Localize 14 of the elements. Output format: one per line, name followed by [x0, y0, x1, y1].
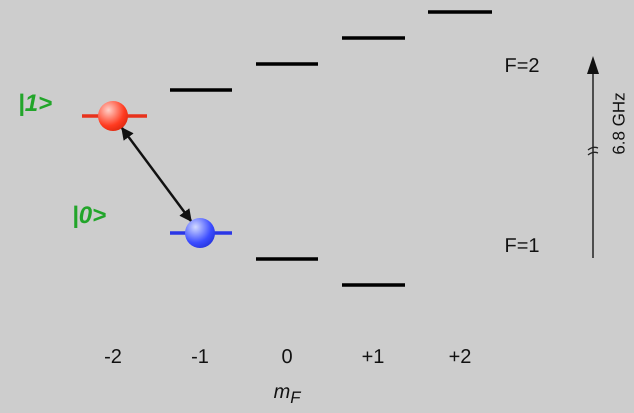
sphere: [98, 101, 128, 131]
axis-label: 0: [281, 347, 293, 367]
axis-label: +2: [448, 347, 472, 367]
axis-label: -1: [191, 347, 209, 367]
state-label: |1>: [18, 92, 52, 116]
axis-label: -2: [104, 347, 122, 367]
sphere: [185, 218, 215, 248]
axis-label: F=2: [504, 56, 540, 76]
axis-label: F=1: [504, 236, 540, 256]
state-label: |0>: [72, 204, 106, 228]
axis-label: m$_{F}$: [274, 382, 300, 407]
axis-label: +1: [362, 347, 384, 367]
double-arrow: [120, 127, 192, 222]
frequency-label: 6.8 GHz: [610, 92, 628, 155]
